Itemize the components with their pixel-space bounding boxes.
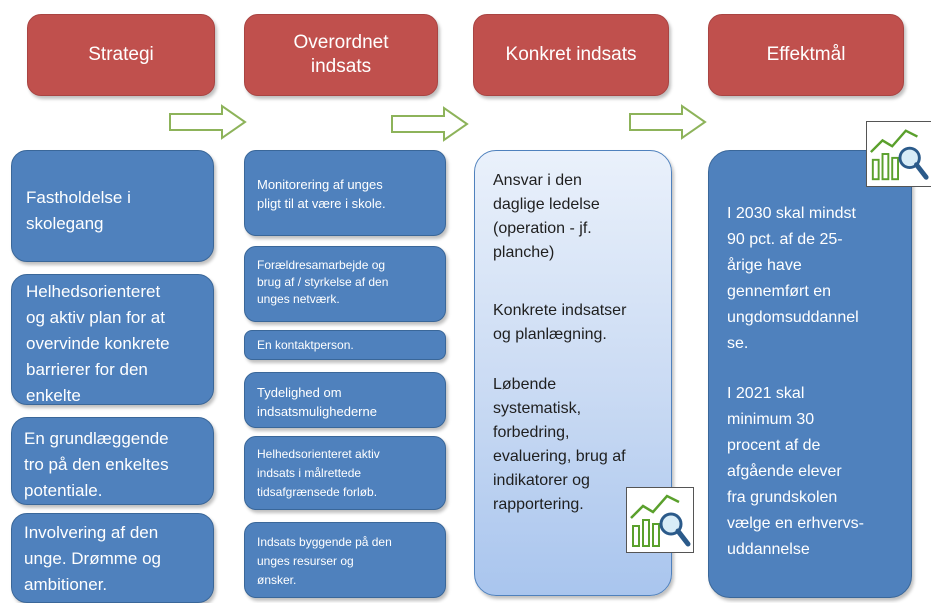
- header-overordnet-indsats: Overordnet indsats: [244, 14, 438, 96]
- strategy-box: Helhedsorienteret og aktiv plan for at o…: [11, 274, 214, 405]
- effort-text: Tydelighed om indsatsmulighederne: [257, 385, 377, 419]
- goal-text-2021: I 2021 skal minimum 30 procent af de afg…: [727, 385, 864, 558]
- strategy-text: Fastholdelse i skolegang: [26, 188, 131, 233]
- effort-text: Monitorering af unges pligt til at være …: [257, 177, 386, 211]
- header-label: Strategi: [88, 44, 154, 65]
- chart-magnifier-icon: [866, 121, 931, 187]
- effort-box: Tydelighed om indsatsmulighederne: [244, 372, 446, 428]
- concrete-text-planning: Konkrete indsatser og planlægning.: [493, 302, 627, 343]
- header-strategi: Strategi: [27, 14, 215, 96]
- arrow-right-icon: [169, 104, 247, 140]
- arrow-right-icon: [391, 106, 469, 142]
- arrow-right-icon: [629, 104, 707, 140]
- concrete-text-responsibility: Ansvar i den daglige ledelse (operation …: [493, 172, 600, 261]
- goal-box: I 2030 skal mindst 90 pct. af de 25- åri…: [708, 150, 912, 598]
- chart-magnifier-icon: [626, 487, 694, 553]
- strategy-box: Involvering af den unge. Drømme og ambit…: [11, 513, 214, 603]
- concrete-text-evaluation: Løbende systematisk, forbedring, evaluer…: [493, 376, 626, 513]
- header-label: Overordnet indsats: [293, 32, 389, 77]
- strategy-text: Helhedsorienteret og aktiv plan for at o…: [26, 282, 170, 405]
- header-effektmaal: Effektmål: [708, 14, 904, 96]
- header-label: Konkret indsats: [505, 44, 637, 65]
- goal-text-2030: I 2030 skal mindst 90 pct. af de 25- åri…: [727, 205, 859, 352]
- effort-box: Helhedsorienteret aktiv indsats i målret…: [244, 436, 446, 510]
- effort-text: Forældresamarbejde og brug af / styrkels…: [257, 258, 389, 306]
- effort-box: Monitorering af unges pligt til at være …: [244, 150, 446, 236]
- effort-box: Indsats byggende på den unges resurser o…: [244, 522, 446, 598]
- header-label: Effektmål: [766, 44, 846, 65]
- effort-box: En kontaktperson.: [244, 330, 446, 360]
- strategy-text: En grundlæggende tro på den enkeltes pot…: [24, 429, 169, 500]
- concrete-box: Ansvar i den daglige ledelse (operation …: [474, 150, 672, 596]
- strategy-box: Fastholdelse i skolegang: [11, 150, 214, 262]
- header-konkret-indsats: Konkret indsats: [473, 14, 669, 96]
- effort-box: Forældresamarbejde og brug af / styrkels…: [244, 246, 446, 322]
- effort-text: Helhedsorienteret aktiv indsats i målret…: [257, 447, 380, 499]
- effort-text: Indsats byggende på den unges resurser o…: [257, 535, 392, 587]
- strategy-text: Involvering af den unge. Drømme og ambit…: [24, 523, 161, 594]
- effort-text: En kontaktperson.: [257, 338, 354, 352]
- strategy-box: En grundlæggende tro på den enkeltes pot…: [11, 417, 214, 505]
